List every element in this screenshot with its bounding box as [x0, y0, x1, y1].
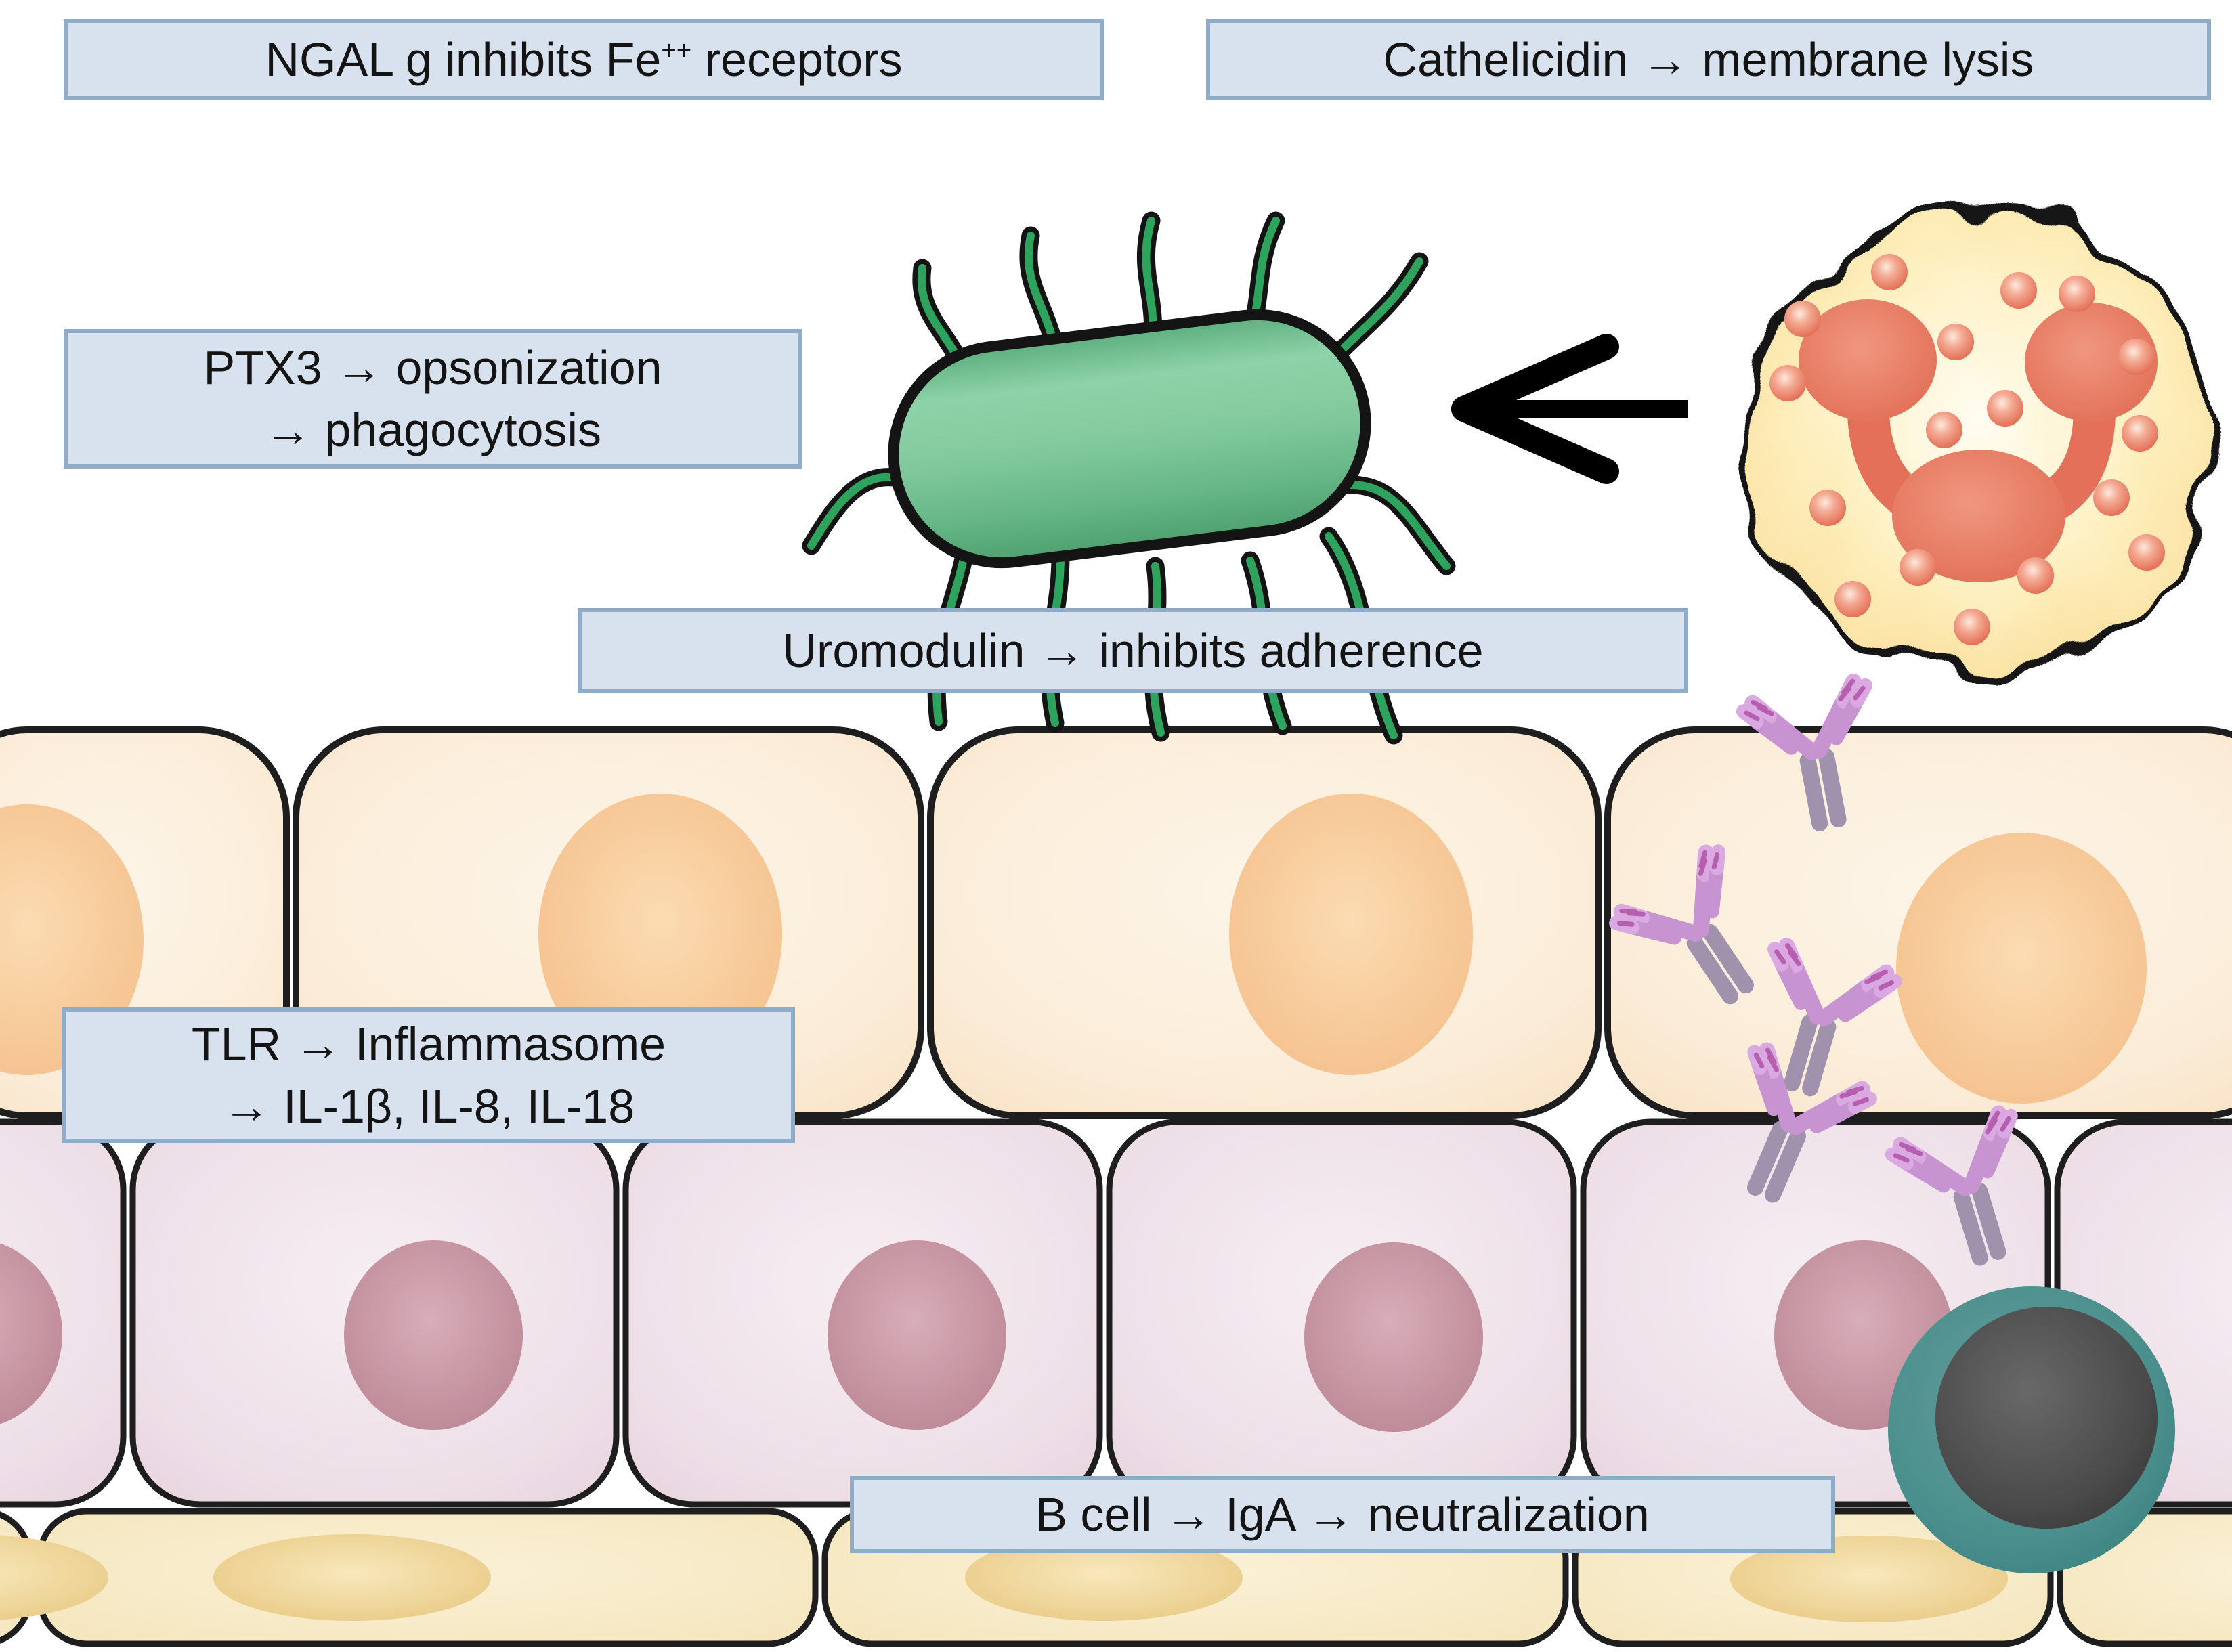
- basal-cell-nucleus: [213, 1534, 491, 1621]
- bacterium-body: [888, 309, 1371, 569]
- intermediate-cell-nucleus: [344, 1240, 523, 1430]
- uromodulin-label-text: Uromodulin → inhibits adherence: [782, 624, 1484, 677]
- umbrella-cell-nucleus: [538, 794, 782, 1075]
- intermediate-cell-nucleus: [828, 1240, 1006, 1430]
- bcell-label: B cell → IgA → neutralization: [850, 1476, 1835, 1553]
- basal-cell-nucleus: [965, 1534, 1243, 1621]
- cathelicidin-label: Cathelicidin → membrane lysis: [1206, 19, 2211, 100]
- neutrophil-figure: [1746, 207, 2215, 676]
- basal-cell-nucleus: [0, 1535, 108, 1620]
- tlr-label: TLR → Inflammasome → IL-1β, IL-8, IL-18: [62, 1007, 795, 1143]
- ptx3-label: PTX3 → opsonization → phagocytosis: [64, 329, 802, 469]
- ngal-label: NGAL g inhibits Fe++ receptors: [64, 19, 1104, 100]
- umbrella-cell-nucleus: [1896, 833, 2147, 1104]
- basal-cell-nucleus: [1730, 1536, 2008, 1622]
- ngal-superscript: ++: [661, 36, 692, 66]
- cathelicidin-label-text: Cathelicidin → membrane lysis: [1383, 32, 2034, 86]
- neutrophil-nucleus: [1799, 299, 2158, 582]
- umbrella-cell-nucleus: [0, 804, 144, 1075]
- bcell-label-text: B cell → IgA → neutralization: [1035, 1487, 1650, 1541]
- b-cell-figure: [1888, 1286, 2175, 1573]
- intermediate-cell: [0, 1118, 127, 1508]
- ngal-label-text: NGAL g inhibits Fe++ receptors: [265, 32, 903, 86]
- intermediate-cell-nucleus: [1304, 1242, 1483, 1432]
- neutrophil-to-bacterium-arrow: [1451, 334, 1688, 484]
- umbrella-cell-layer: [0, 726, 2232, 1119]
- ptx3-label-text: PTX3 → opsonization → phagocytosis: [203, 341, 662, 456]
- tlr-label-text: TLR → Inflammasome → IL-1β, IL-8, IL-18: [191, 1017, 666, 1133]
- b-cell-nucleus-texture: [1935, 1307, 2158, 1529]
- umbrella-cell-nucleus: [1229, 794, 1473, 1075]
- intermediate-cell-nucleus: [0, 1243, 62, 1425]
- neutrophil-granules: [1769, 254, 2165, 645]
- uromodulin-label: Uromodulin → inhibits adherence: [578, 608, 1688, 693]
